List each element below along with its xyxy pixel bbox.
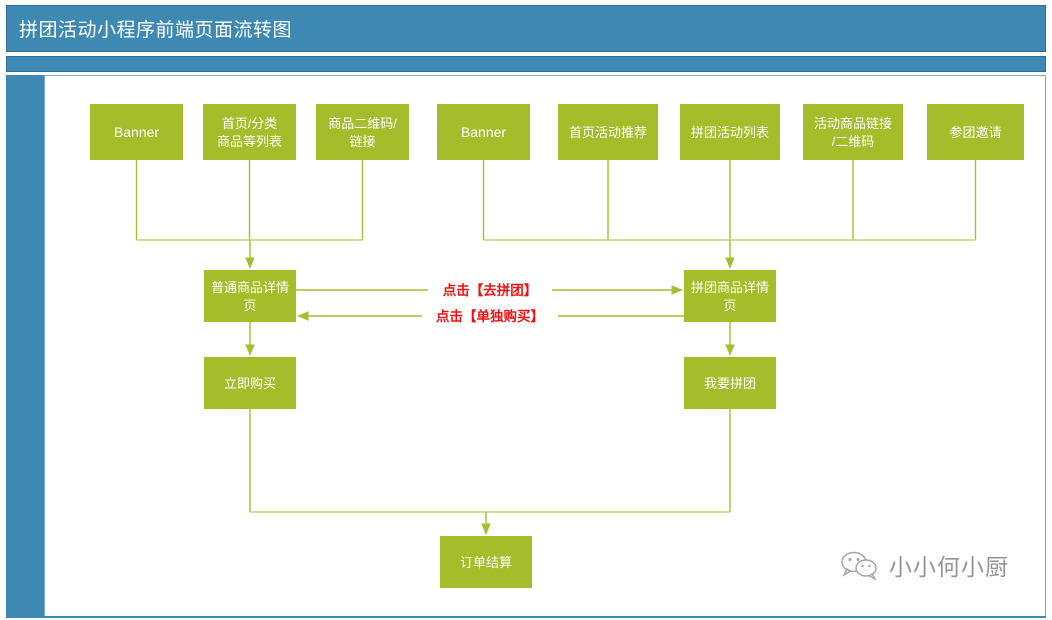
- flow-node-label: 活动商品链接: [814, 116, 892, 131]
- flow-node-label: Banner: [461, 124, 506, 140]
- flow-node[interactable]: 我要拼团: [684, 357, 776, 409]
- flow-node-label: 订单结算: [460, 555, 512, 570]
- flow-node-label: 我要拼团: [704, 376, 756, 391]
- flow-node[interactable]: 参团邀请: [927, 104, 1024, 160]
- flow-node-label: 首页/分类: [222, 116, 278, 131]
- flow-node-label: 链接: [349, 134, 375, 149]
- flow-edge-label: 点击【单独购买】: [436, 308, 544, 324]
- watermark-text: 小小何小厨: [889, 555, 1009, 581]
- secondary-toolbar: [6, 56, 1046, 72]
- flow-node-label: 参团邀请: [949, 125, 1001, 140]
- flow-node-label: /二维码: [832, 134, 875, 149]
- flow-node-label: Banner: [114, 124, 159, 140]
- flow-node[interactable]: 活动商品链接/二维码: [803, 104, 903, 160]
- flow-node-label: 商品二维码/: [328, 116, 397, 131]
- flow-node-label: 立即购买: [224, 376, 276, 391]
- flow-edge-label: 点击【去拼团】: [443, 282, 538, 298]
- edge-label-layer: 点击【去拼团】点击【单独购买】: [436, 282, 544, 324]
- left-rail: [6, 75, 44, 617]
- diagram-canvas: [44, 75, 1046, 617]
- flow-node[interactable]: 拼团活动列表: [680, 104, 780, 160]
- flow-node-label: 拼团商品详情: [691, 280, 769, 295]
- wechat-icon: [841, 551, 877, 580]
- flow-node-label: 普通商品详情: [211, 280, 289, 295]
- flow-node[interactable]: 订单结算: [440, 536, 532, 588]
- flow-node[interactable]: 立即购买: [204, 357, 296, 409]
- flow-node-label: 页: [243, 298, 256, 313]
- flow-node-label: 页: [723, 298, 736, 313]
- bottom-edge: [6, 616, 1046, 618]
- connector-layer: [135, 160, 977, 535]
- window-title-bar: 拼团活动小程序前端页面流转图: [6, 5, 1046, 52]
- watermark: 小小何小厨: [840, 548, 1009, 582]
- page-title: 拼团活动小程序前端页面流转图: [19, 20, 293, 41]
- flow-node[interactable]: 首页活动推荐: [558, 104, 658, 160]
- flow-node-label: 商品等列表: [217, 134, 282, 149]
- flow-node[interactable]: Banner: [437, 104, 530, 160]
- flow-node-label: 首页活动推荐: [569, 125, 647, 140]
- flow-node[interactable]: 商品二维码/链接: [316, 104, 409, 160]
- flow-node-label: 拼团活动列表: [691, 125, 769, 140]
- flow-node[interactable]: Banner: [90, 104, 183, 160]
